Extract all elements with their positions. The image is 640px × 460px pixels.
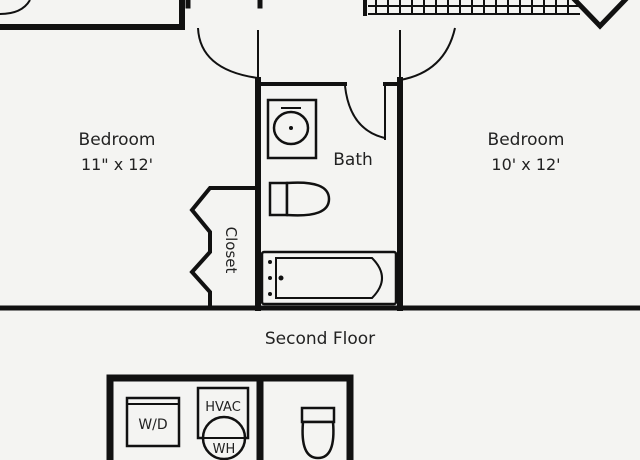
water-heater-label: WH: [213, 442, 236, 457]
washer-dryer-fixture: [125, 396, 181, 448]
hvac-label: HVAC: [205, 400, 241, 415]
bath-walls: [255, 77, 403, 311]
lower-level-walls: [106, 374, 354, 460]
lower-toilet-fixture: [300, 406, 336, 460]
hvac-water-heater-fixture: [196, 386, 250, 460]
washer-dryer-label: W/D: [138, 417, 167, 433]
closet-walls: [189, 186, 260, 310]
hall-doors: [197, 27, 456, 81]
bath-label: Bath: [333, 150, 373, 170]
staircase: [363, 0, 629, 30]
bedroom-left-size: 11" x 12': [81, 155, 153, 174]
floor-label: Second Floor: [265, 329, 375, 349]
bedroom-right-name: Bedroom: [488, 130, 565, 150]
closet-label: Closet: [222, 227, 240, 274]
bedroom-right-size: 10' x 12': [491, 155, 560, 174]
toilet-fixture: [268, 181, 331, 217]
bathtub-fixture: [260, 250, 398, 306]
sink-fixture: [266, 98, 318, 160]
bedroom-left-name: Bedroom: [79, 130, 156, 150]
upper-left-partial-room: [0, 0, 263, 30]
